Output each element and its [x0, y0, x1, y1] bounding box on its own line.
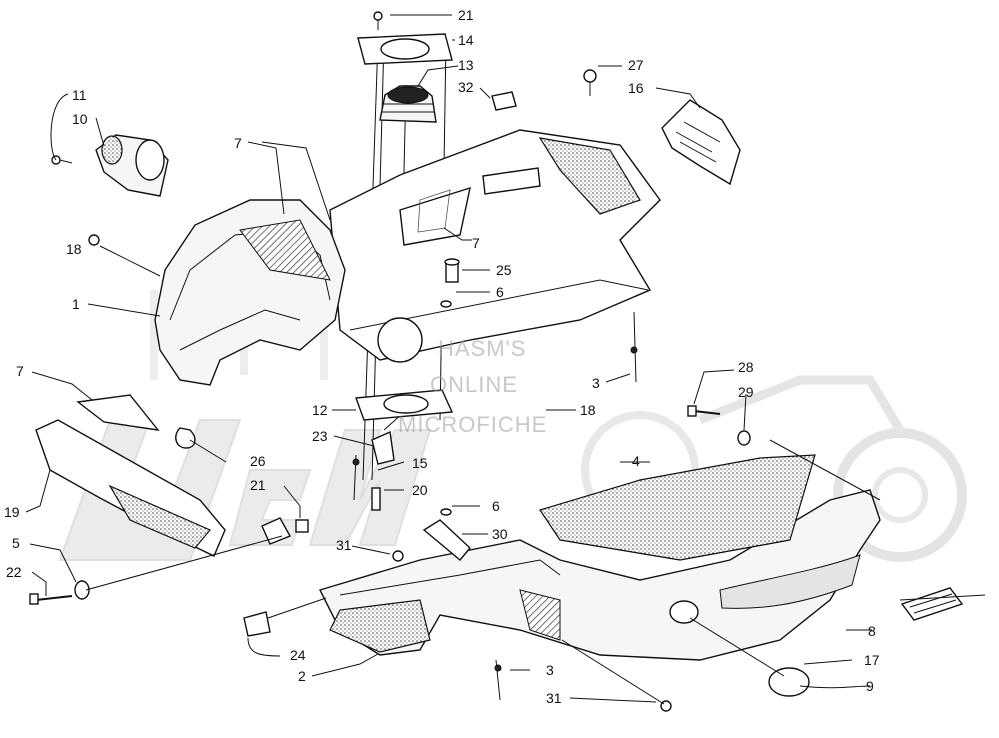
washer-29 [737, 430, 751, 446]
grille-8 [900, 587, 964, 621]
callout-29: 29 [738, 384, 754, 400]
callout-17: 17 [864, 652, 880, 668]
callout-23: 23 [312, 428, 328, 444]
hood-liner-1 [154, 199, 346, 386]
callout-24: 24 [290, 647, 306, 663]
callout-21-top: 21 [458, 7, 474, 23]
screw-31-low [561, 639, 672, 712]
callout-6-top: 6 [496, 284, 504, 300]
callout-26: 26 [250, 453, 266, 469]
bracket-30 [422, 519, 471, 561]
callout-13: 13 [458, 57, 474, 73]
bolt-axis-22 [85, 535, 283, 591]
callout-18-left: 18 [66, 241, 82, 257]
plug-axis-17 [689, 617, 785, 677]
plug-17 [669, 600, 810, 697]
callout-28: 28 [738, 359, 754, 375]
air-duct-10 [95, 134, 169, 197]
nut-21-left [295, 519, 309, 533]
callout-1: 1 [72, 296, 80, 312]
pad-32 [491, 91, 517, 111]
bolt-31-mid [392, 550, 404, 562]
bumper-19 [35, 419, 226, 557]
screw-11 [51, 155, 73, 165]
rivet-3-low [494, 659, 502, 701]
dash-panel-7 [329, 129, 661, 363]
callout-19: 19 [4, 504, 20, 520]
callout-7-b: 7 [472, 235, 480, 251]
callout-5: 5 [12, 535, 20, 551]
watermark-line-2: ONLINE [430, 372, 518, 397]
rivet-3-right [630, 311, 638, 383]
callout-22: 22 [6, 564, 22, 580]
callout-30: 30 [492, 526, 508, 542]
watermark-line-3: MICROFICHE [398, 412, 547, 437]
callout-2: 2 [298, 668, 306, 684]
callout-11: 11 [72, 87, 87, 103]
bolt-21-top [373, 11, 383, 30]
callout-3-low: 3 [546, 662, 554, 678]
callout-8: 8 [868, 623, 876, 639]
callout-21-left: 21 [250, 477, 266, 493]
decal-7-left [76, 394, 160, 431]
callout-10: 10 [72, 111, 88, 127]
callout-32: 32 [458, 79, 474, 95]
rivet-15 [352, 454, 360, 501]
callout-25: 25 [496, 262, 512, 278]
vent-16 [661, 99, 741, 186]
watermark-text: HASM'S ONLINE MICROFICHE [398, 336, 547, 437]
callout-4: 4 [632, 453, 640, 469]
washer-6-top [440, 300, 452, 308]
bracket-5 [261, 517, 291, 545]
clip-24 [243, 611, 271, 637]
plate-14 [357, 33, 453, 65]
bracket-23 [371, 430, 395, 465]
callout-20: 20 [412, 482, 428, 498]
clip-26 [175, 427, 196, 449]
washer-5 [74, 580, 90, 600]
washer-6-low [440, 508, 452, 516]
bolt-22 [29, 593, 73, 605]
callout-7-a: 7 [234, 135, 242, 151]
screw-18-left [88, 234, 100, 246]
callout-31-low: 31 [546, 690, 562, 706]
bolt-20 [371, 487, 381, 511]
tunnel-pad-4 [539, 454, 816, 561]
callout-27: 27 [628, 57, 644, 73]
callout-labels: 21 14 13 32 27 16 11 10 7 7 18 25 6 1 3 … [4, 7, 880, 706]
bolt-28 [687, 405, 721, 417]
callout-31-mid: 31 [336, 537, 352, 553]
callout-9: 9 [866, 678, 874, 694]
callout-14: 14 [458, 32, 474, 48]
boot-13 [379, 85, 437, 123]
callout-12: 12 [312, 402, 328, 418]
watermark-line-1: HASM'S [438, 336, 526, 361]
callout-leaders [25, 14, 872, 703]
plate-12 [355, 389, 454, 421]
callout-18-mid: 18 [580, 402, 596, 418]
callout-3-right: 3 [592, 375, 600, 391]
callout-16: 16 [628, 80, 644, 96]
belly-pan-2 [319, 489, 881, 661]
callout-6-low: 6 [492, 498, 500, 514]
grille-axis-8 [899, 594, 986, 601]
callout-7-c: 7 [16, 363, 24, 379]
clip-axis-24 [267, 597, 327, 619]
callout-15: 15 [412, 455, 428, 471]
spacer-25 [444, 258, 460, 283]
screw-27 [583, 69, 597, 96]
bolt-axis-28 [769, 439, 881, 501]
